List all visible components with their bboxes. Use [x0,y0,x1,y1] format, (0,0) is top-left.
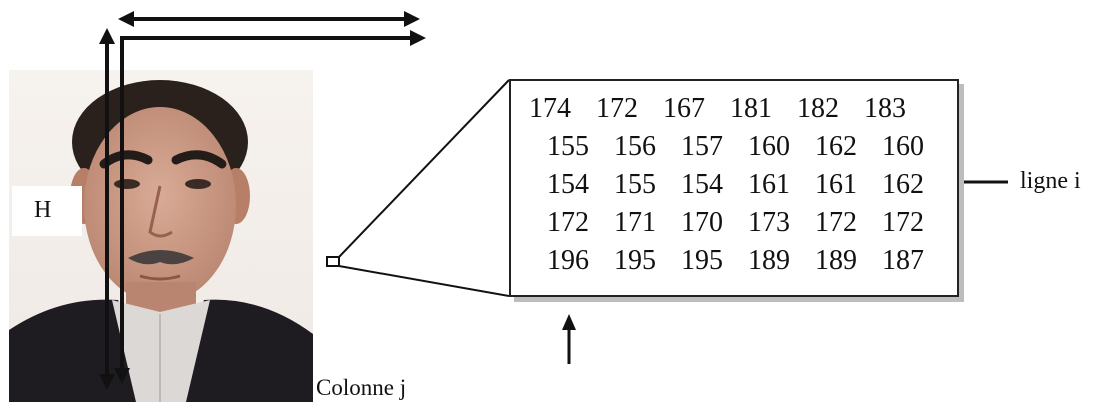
row-label: ligne i [1020,168,1081,194]
column-index-arrow [122,30,426,46]
matrix-cell: 189 [748,245,790,276]
matrix-cell: 160 [882,131,924,162]
matrix-cell: 162 [815,131,857,162]
matrix-row: 154 155 154 161 161 162 [547,169,932,201]
height-arrow [99,28,115,390]
column-label: Colonne j [316,375,407,400]
matrix-cell: 156 [614,131,656,162]
matrix-cell: 161 [815,169,857,200]
matrix-cell: 172 [547,207,589,238]
row-index-arrow [114,36,130,384]
matrix-cell: 160 [748,131,790,162]
matrix-row: 155 156 157 160 162 160 [547,131,932,163]
matrix-cell: 161 [748,169,790,200]
matrix-row: 174 172 167 181 182 183 [529,93,914,125]
matrix-cell: 155 [614,169,656,200]
matrix-cell: 155 [547,131,589,162]
matrix-cell: 182 [797,93,839,124]
matrix-cell: 167 [663,93,705,124]
matrix-cell: 157 [681,131,723,162]
zoom-region-marker [326,79,510,297]
matrix-cell: 195 [614,245,656,276]
matrix-cell: 181 [730,93,772,124]
matrix-cell: 183 [864,93,906,124]
portrait-photo [9,70,313,402]
matrix-cell: 171 [614,207,656,238]
matrix-cell: 172 [815,207,857,238]
matrix-cell: 154 [681,169,723,200]
matrix-row: 196 195 195 189 189 187 [547,245,932,277]
matrix-cell: 162 [882,169,924,200]
matrix-cell: 173 [748,207,790,238]
matrix-row: 172 171 170 173 172 172 [547,207,932,239]
matrix-cell: 154 [547,169,589,200]
matrix-cell: 170 [681,207,723,238]
matrix-cell: 187 [882,245,924,276]
matrix-cell: 195 [681,245,723,276]
height-label: H [12,186,82,236]
column-pointer-arrow [562,314,576,364]
matrix-cell: 189 [815,245,857,276]
matrix-cell: 174 [529,93,571,124]
matrix-cell: 196 [547,245,589,276]
matrix-cell: 172 [596,93,638,124]
width-arrow [118,11,420,27]
matrix-cell: 172 [882,207,924,238]
